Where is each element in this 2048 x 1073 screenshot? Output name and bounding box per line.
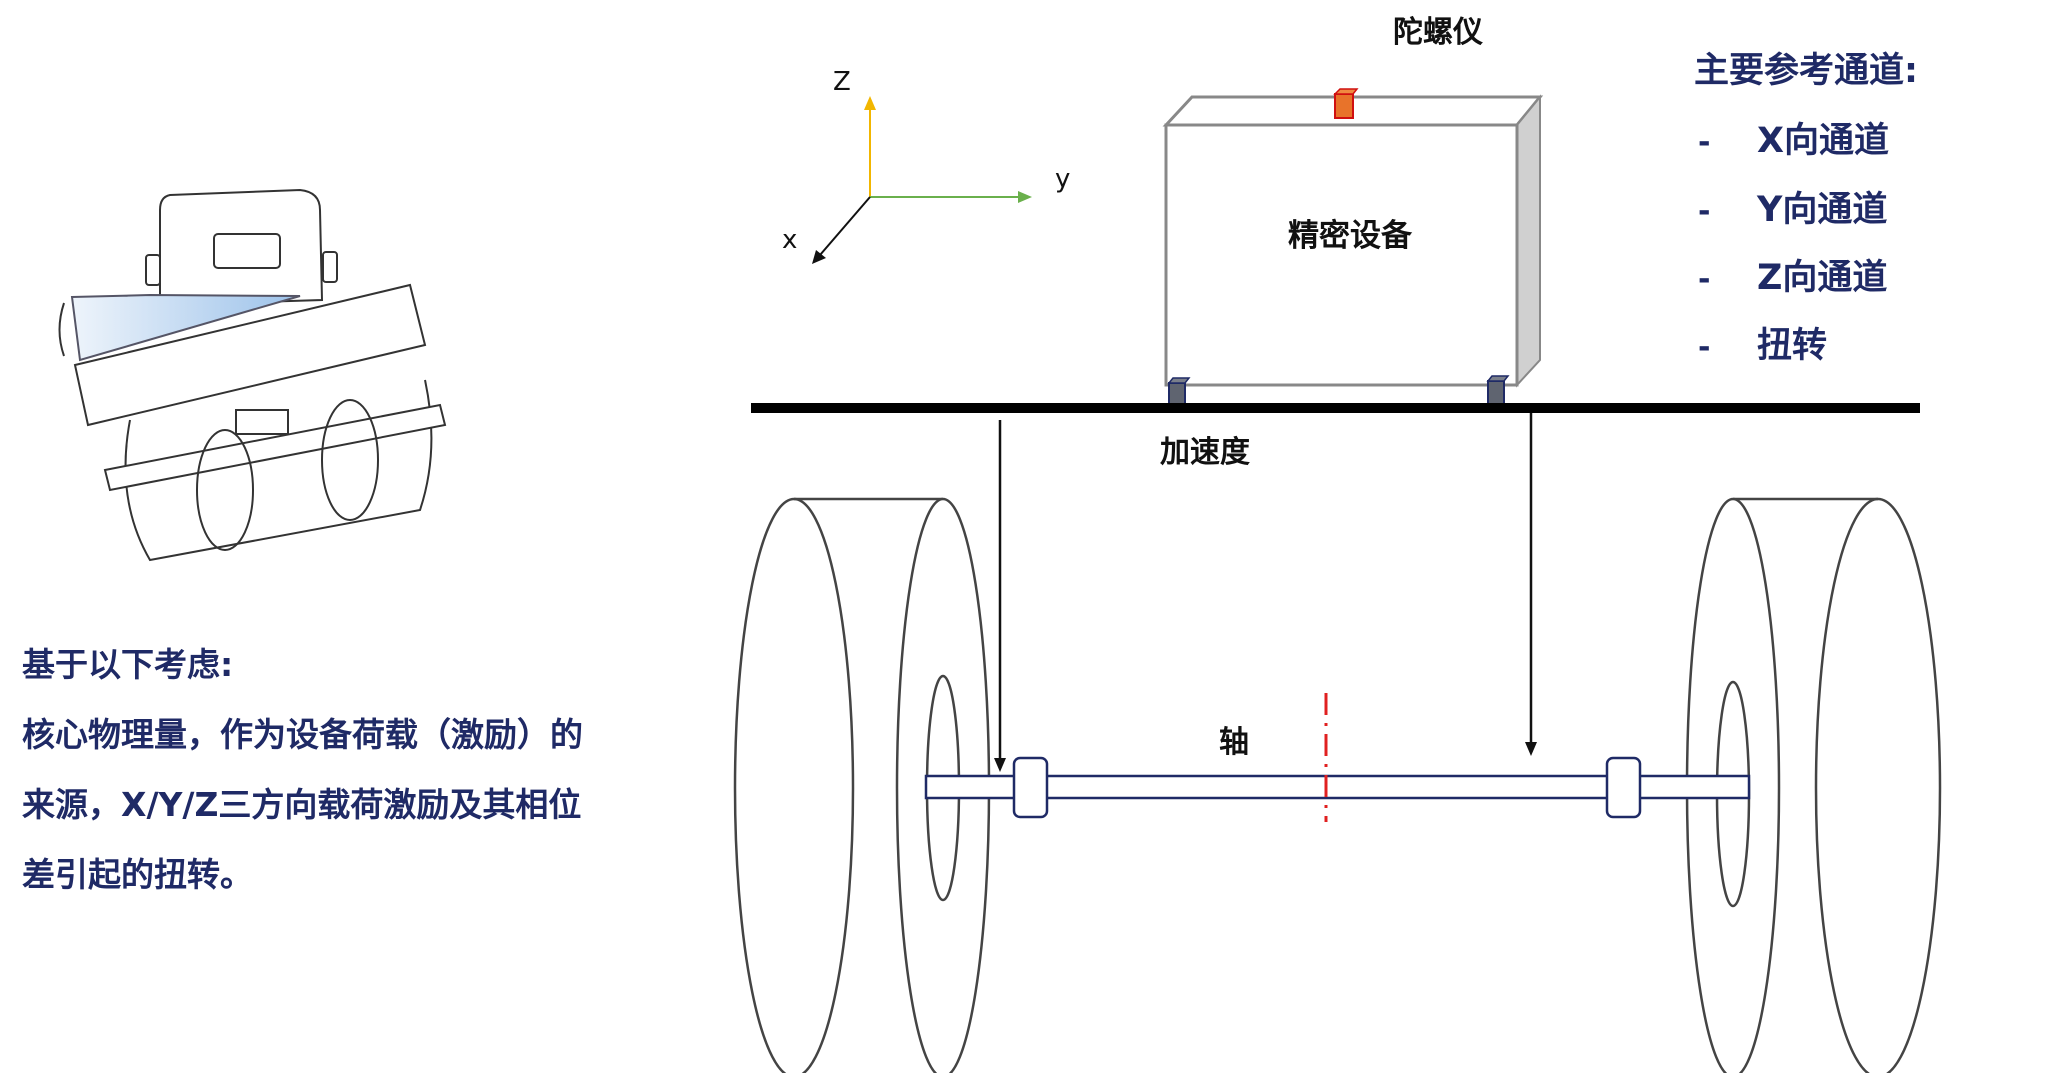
considerations-text: 基于以下考虑: 核心物理量，作为设备荷载（激励）的 来源，X/Y/Z三方向载荷激… <box>22 630 712 910</box>
channels-title: 主要参考通道: <box>1694 51 1918 91</box>
left-coupling <box>1012 756 1049 819</box>
considerations-line: 核心物理量，作为设备荷载（激励）的 <box>22 715 583 754</box>
left-wheel <box>733 497 991 1073</box>
bullet: - <box>1698 125 1710 160</box>
equipment-label: 精密设备 <box>1288 218 1413 254</box>
axle-label: 轴 <box>1219 725 1249 760</box>
right-coupling <box>1605 756 1642 819</box>
channel-item: 扭转 <box>1757 326 1827 366</box>
reference-channels-list: 主要参考通道: - X向通道 - Y向通道 - Z向通道 - 扭转 <box>1694 51 1918 366</box>
load-arrow <box>1525 413 1537 756</box>
bullet: - <box>1698 194 1710 229</box>
precision-equipment-box: 精密设备 <box>1162 94 1544 388</box>
gyroscope-label: 陀螺仪 <box>1393 15 1483 50</box>
considerations-line: 差引起的扭转。 <box>22 855 253 894</box>
accelerometer-sensor <box>1167 377 1191 408</box>
axis-x-label: x <box>782 225 797 255</box>
axis-y-label: y <box>1055 164 1070 194</box>
coordinate-axes: Z y x <box>782 67 1070 264</box>
considerations-line: 来源，X/Y/Z三方向载荷激励及其相位 <box>22 785 582 824</box>
axle <box>924 756 1751 819</box>
channel-item: Y向通道 <box>1756 190 1887 230</box>
considerations-title: 基于以下考虑: <box>22 645 234 684</box>
acceleration-label: 加速度 <box>1160 435 1250 470</box>
gyroscope-sensor <box>1333 88 1359 119</box>
bullet: - <box>1698 262 1710 297</box>
tilted-truck-illustration <box>58 188 447 562</box>
bullet: - <box>1698 330 1710 365</box>
channel-item: X向通道 <box>1757 121 1889 161</box>
y-arrow-icon <box>1018 191 1032 203</box>
axis-z-label: Z <box>833 67 851 97</box>
x-arrow-icon <box>812 250 826 264</box>
accelerometer-sensor <box>1486 375 1510 406</box>
load-arrow <box>994 420 1006 772</box>
channel-item: Z向通道 <box>1757 258 1887 298</box>
mounting-platform <box>751 403 1920 413</box>
z-arrow-icon <box>864 96 876 110</box>
